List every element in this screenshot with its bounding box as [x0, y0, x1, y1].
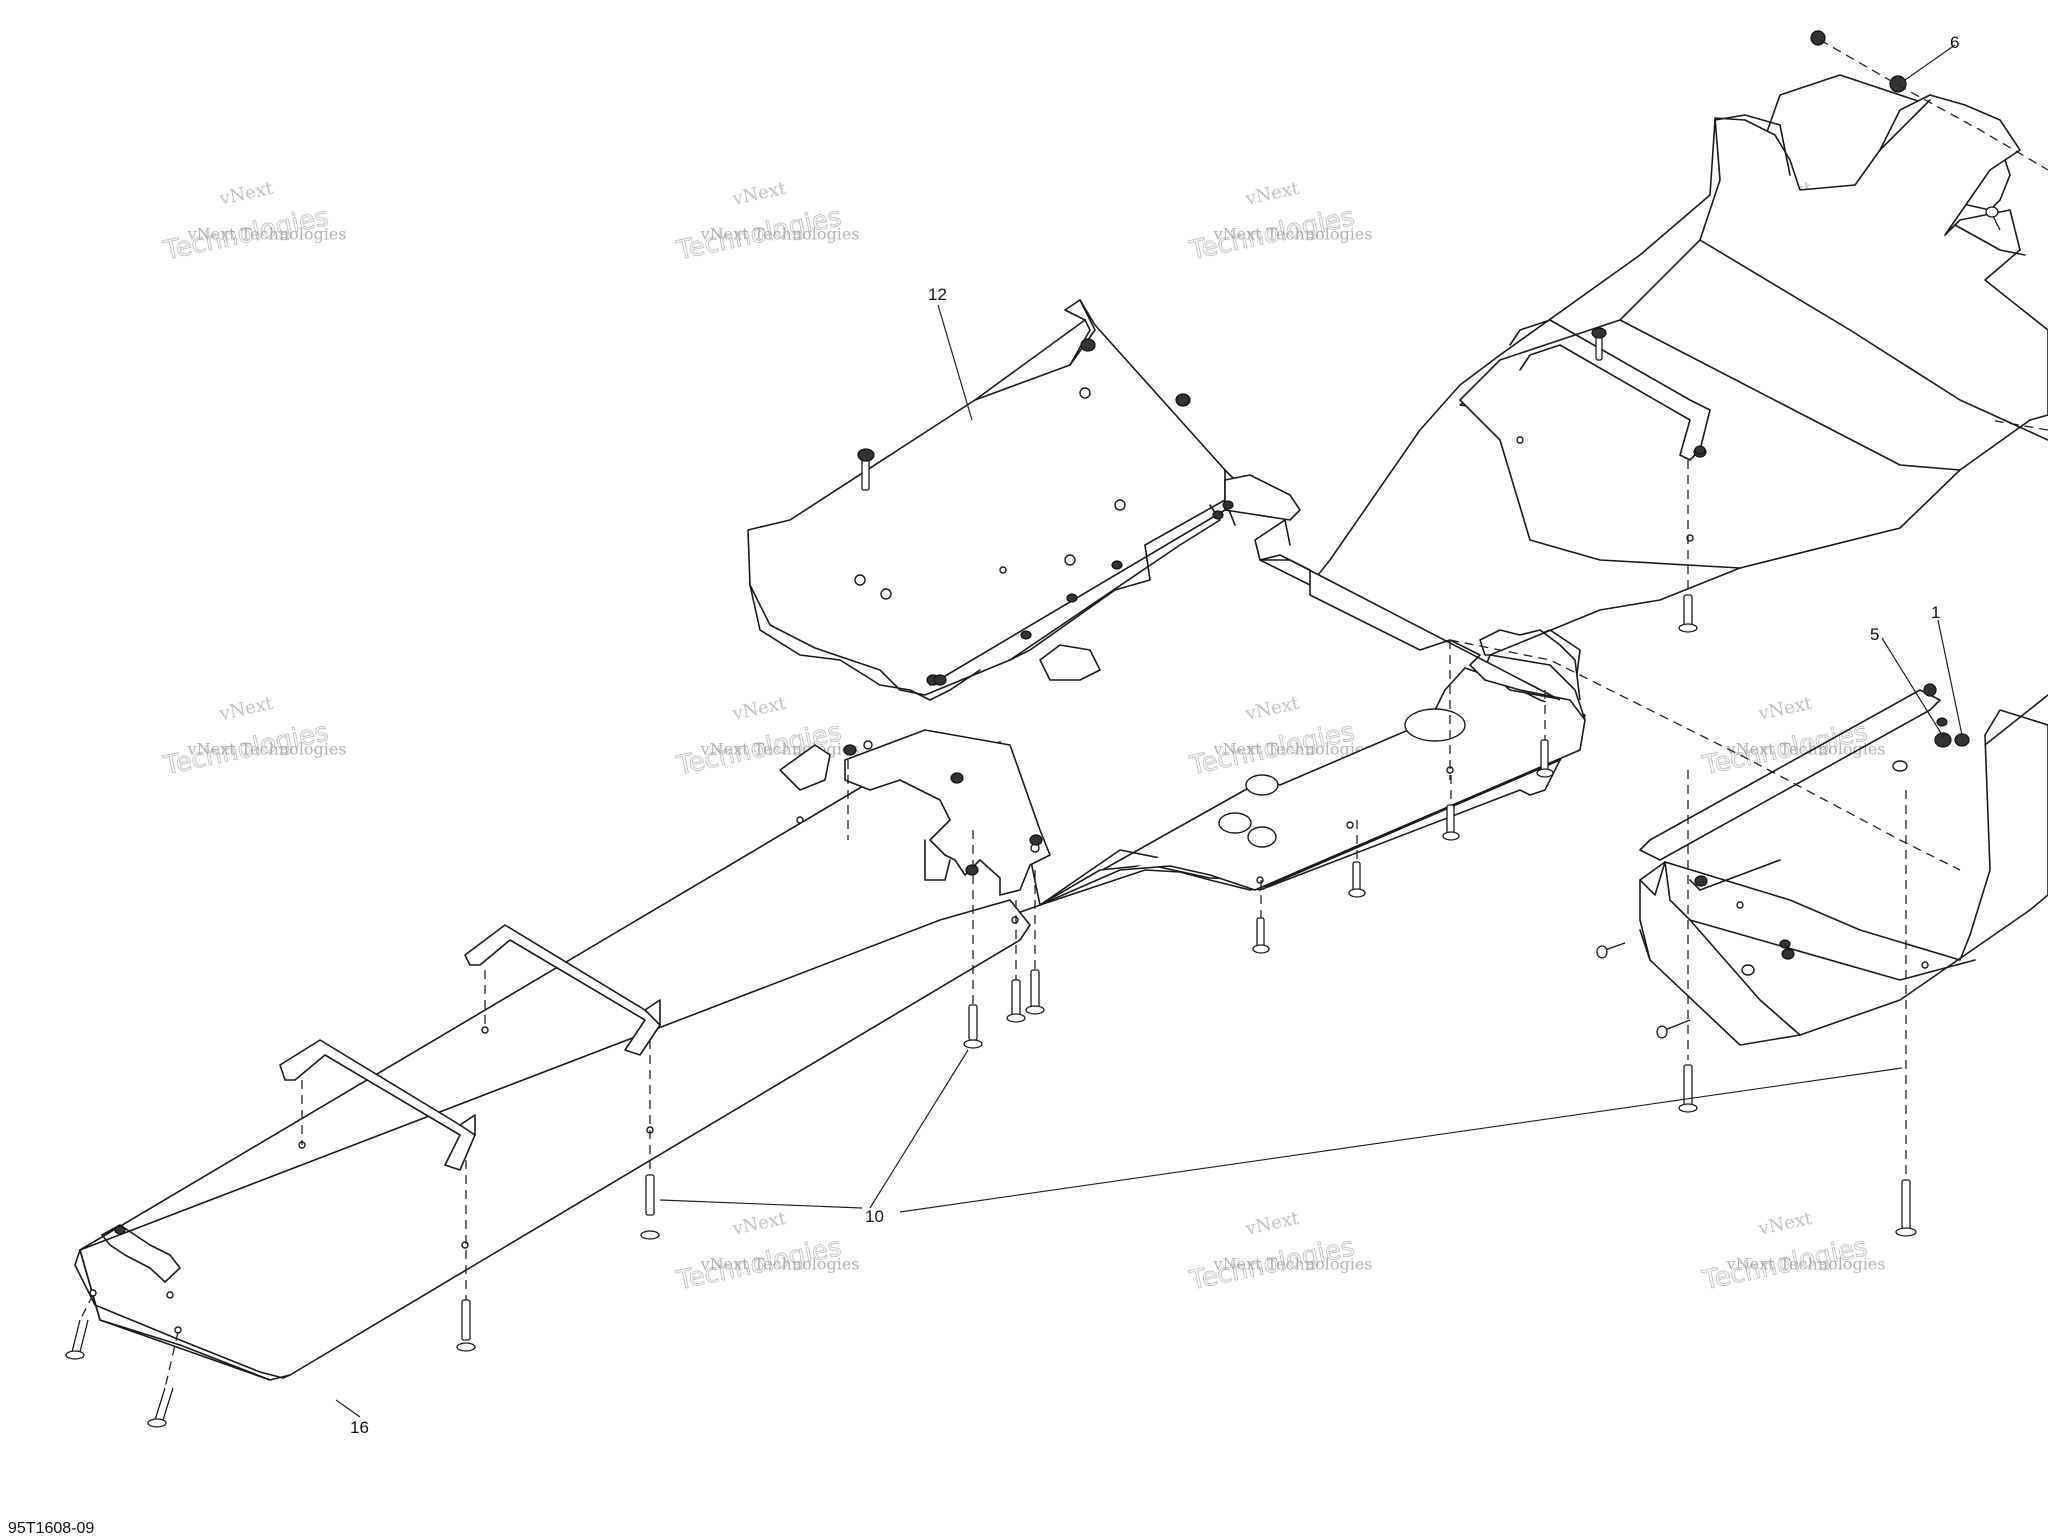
diagram-code: 95T1608-09	[8, 1520, 94, 1536]
nut-18	[933, 674, 947, 686]
watermark-small-text: vNext Technologies	[1726, 739, 1886, 758]
nut-6	[1923, 683, 1937, 697]
bolt-5	[1252, 917, 1270, 954]
bolt-13	[65, 1319, 89, 1360]
nut-17	[1020, 630, 1032, 640]
watermark-small-text: vNext Technologies	[700, 224, 860, 243]
bolt-2	[1536, 739, 1554, 778]
callout-1: 1	[1931, 603, 1940, 622]
watermark-top-text: vNext	[730, 178, 789, 210]
bolt-1	[1678, 594, 1698, 633]
bolt-18	[1656, 1019, 1691, 1039]
callout-6: 6	[1950, 33, 1959, 52]
watermark-small-text: vNext Technologies	[187, 224, 347, 243]
watermark-small-text: vNext Technologies	[1213, 739, 1373, 758]
nut-23	[1694, 445, 1706, 455]
nut-22	[1954, 733, 1970, 747]
callout-10: 10	[865, 1207, 884, 1226]
watermark-top-text: vNext	[217, 178, 276, 210]
nut-5	[1934, 732, 1952, 748]
side-guard-right	[1639, 689, 2048, 1046]
alignment-lines	[79, 39, 2048, 1389]
leader-lines	[335, 44, 1963, 1418]
nut-19	[1212, 510, 1224, 520]
watermark-top-text: vNext	[1243, 1208, 1302, 1240]
bolt-11	[1678, 1064, 1698, 1113]
nut-12	[965, 864, 979, 876]
nut-24	[114, 1225, 126, 1235]
fasteners	[65, 30, 2001, 1428]
nut-21	[1936, 717, 1948, 727]
bolt-17	[1596, 942, 1626, 959]
bolt-19	[1985, 206, 2001, 231]
nut-25	[1779, 939, 1791, 949]
watermark-small-text: vNext Technologies	[1726, 1254, 1886, 1273]
mounting-bracket	[779, 729, 1051, 896]
callout-labels: 6 12 1 5 10 16	[350, 33, 1959, 1437]
bolt-4	[1348, 861, 1366, 898]
nut-20	[1222, 500, 1234, 510]
watermark-top-text: vNext	[730, 693, 789, 725]
watermark-top-text: vNext	[1243, 693, 1302, 725]
nut-11	[950, 772, 964, 784]
watermark-top-text: vNext	[1756, 1208, 1815, 1240]
callout-12: 12	[928, 285, 947, 304]
watermark-small-text: vNext Technologies	[1213, 1254, 1373, 1273]
bolt-14	[147, 1387, 174, 1428]
nut-8	[1781, 948, 1795, 960]
rear-skid-plate	[1459, 94, 2048, 569]
watermark-top-text: vNext	[1756, 693, 1815, 725]
watermark-small-text: vNext Technologies	[700, 1254, 860, 1273]
nut-9	[1694, 875, 1708, 887]
bolt-6	[963, 1004, 983, 1049]
watermark-top-text: vNext	[1243, 178, 1302, 210]
bolt-9	[640, 1174, 660, 1240]
watermark-small-text: vNext Technologies	[1213, 224, 1373, 243]
bolt-12	[1895, 1179, 1917, 1237]
bolt-16	[1591, 327, 1607, 361]
nut-16	[1066, 593, 1078, 603]
bolt-8	[1025, 969, 1045, 1015]
watermark-top-text: vNext	[730, 1208, 789, 1240]
nut-4	[1175, 393, 1191, 407]
nut-13	[843, 744, 857, 756]
watermark-small-text: vNext Technologies	[700, 739, 860, 758]
callout-16: 16	[350, 1418, 369, 1437]
watermark-small-text: vNext Technologies	[187, 739, 347, 758]
nut-3	[1080, 338, 1096, 352]
front-plate-handles	[89, 816, 1019, 1334]
bolt-15	[857, 448, 875, 491]
callout-5: 5	[1870, 625, 1879, 644]
watermark-top-text: vNext	[217, 693, 276, 725]
nut-10	[1029, 834, 1043, 846]
bolt-10	[456, 1299, 476, 1352]
bolt-7	[1006, 979, 1026, 1023]
nut-1	[1810, 30, 1826, 46]
front-skid-plate	[747, 299, 1301, 701]
nut-2	[1889, 75, 1907, 93]
nut-15	[1111, 560, 1123, 570]
bolt-3	[1442, 804, 1460, 841]
